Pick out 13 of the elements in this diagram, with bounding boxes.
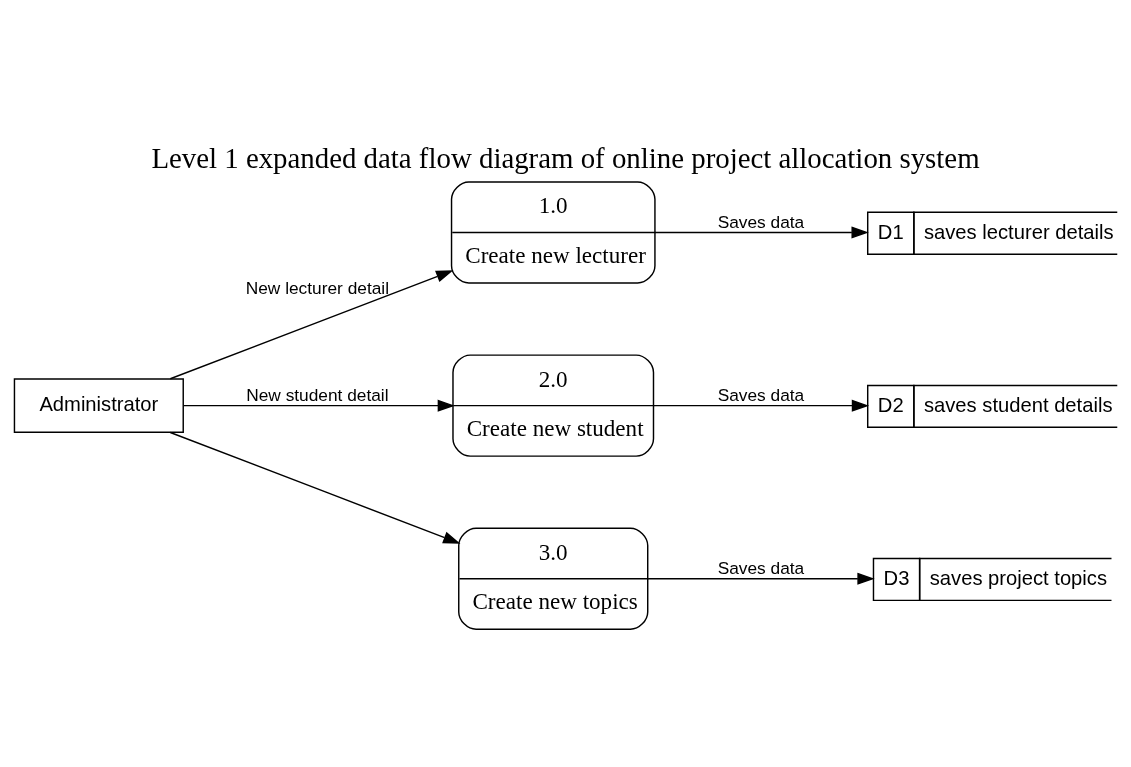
edge-label: New student detail xyxy=(246,384,389,405)
arrow xyxy=(169,431,461,544)
diagram-title: Level 1 expanded data flow diagram of online project allocation system xyxy=(151,141,980,174)
edge-label: Saves data xyxy=(717,557,805,578)
edge-label: New lecturer detail xyxy=(245,277,390,298)
edge-label: Saves data xyxy=(717,384,805,405)
arrow xyxy=(169,269,454,379)
arrow xyxy=(652,399,870,412)
arrow xyxy=(654,225,869,239)
node-box: Administrator xyxy=(13,377,184,433)
arrow xyxy=(647,572,875,585)
edge-label: Saves data xyxy=(717,211,805,232)
arrow xyxy=(182,399,455,412)
